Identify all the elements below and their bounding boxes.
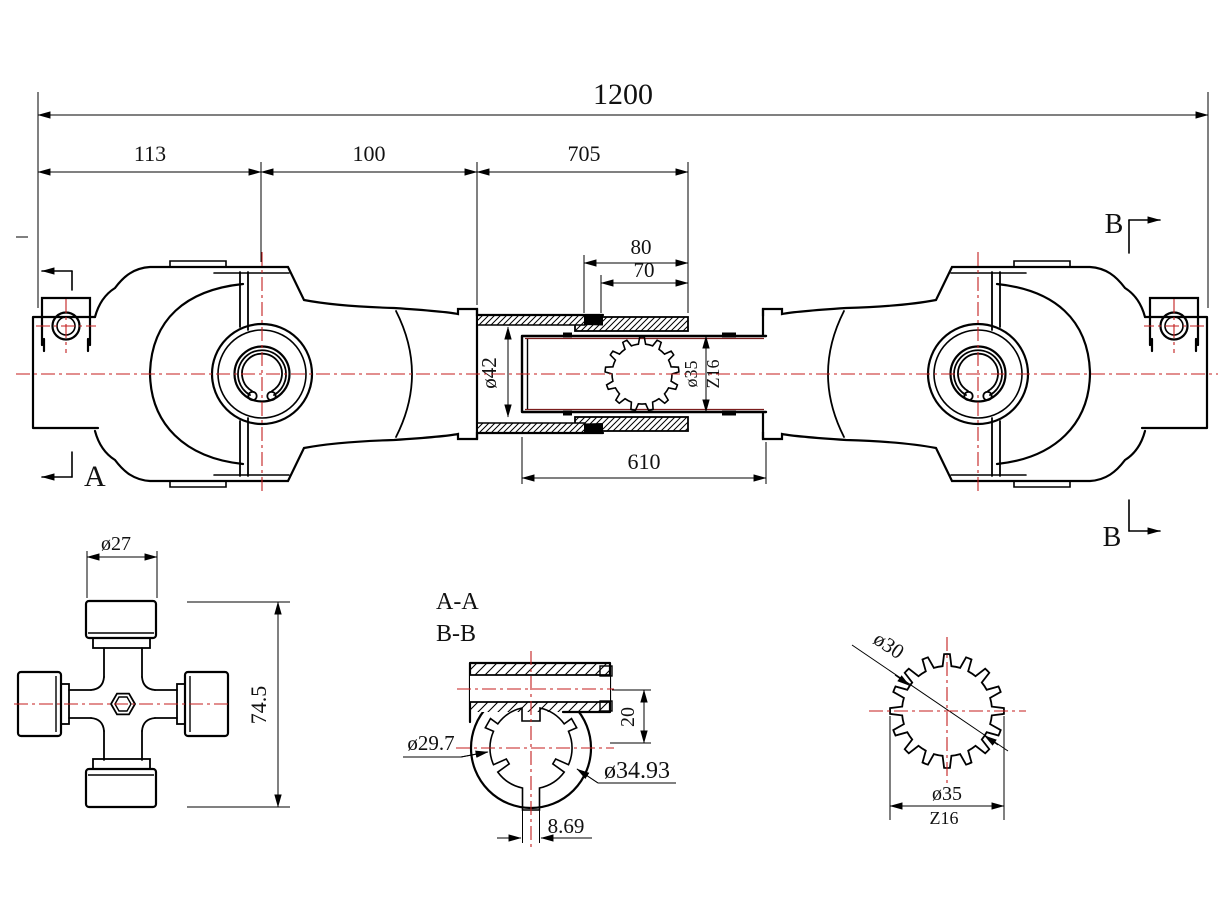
dim-text-joint-to-tube: 100: [353, 141, 386, 166]
bearing-cup-bottom: [84, 767, 158, 809]
spline-dimensions: ø30 ø35 Z16: [851, 626, 1009, 828]
outer-sleeve: [574, 316, 689, 432]
journal-bearing-cap: [36, 296, 96, 353]
dim-text-tube-diameter: ø42: [477, 357, 501, 389]
cross-journal-view: ø27 74.5: [14, 533, 290, 809]
dim-text-cup-diameter: ø27: [101, 533, 131, 555]
spline-section-overlay: [604, 336, 680, 412]
spline-engagement-marks: [563, 332, 736, 416]
dim-arrow-minor-2: [984, 735, 999, 746]
dim-text-slot-width: 8.69: [548, 814, 585, 838]
section-title-aa: A-A: [436, 589, 479, 615]
cap-centerline-cross: [36, 299, 96, 353]
spline-section-centerlines: [869, 637, 1026, 783]
yoke-fork: [93, 260, 479, 488]
spline-shaft-section-view: ø30 ø35 Z16: [851, 626, 1026, 828]
leader-bore-minor: [460, 750, 489, 758]
section-title-bb: B-B: [436, 621, 476, 647]
section-markers: A B B: [41, 209, 1161, 553]
dim-text-hub-offset: 20: [617, 707, 639, 727]
drive-tube: [475, 313, 605, 435]
section-centerlines: [456, 651, 614, 851]
dim-text-spider-height: 74.5: [246, 686, 271, 725]
spider-body: [14, 599, 232, 809]
dim-text-spline-teeth: Z16: [703, 360, 723, 389]
dim-text-overall-length: 1200: [593, 78, 653, 111]
spline-gear-profile: [889, 653, 1005, 769]
dim-text-sleeve-inner: 70: [634, 258, 655, 282]
dim-text-hub-to-joint: 113: [134, 141, 166, 166]
spline-bore-profile: [484, 707, 578, 811]
dim-text-bore-major: ø34.93: [604, 758, 670, 784]
right-yoke-assembly: [761, 250, 1209, 494]
dim-text-sleeve-outer: 80: [631, 235, 652, 259]
dim-text-minor-diameter: ø30: [869, 626, 909, 664]
main-dimensions: 1200 113 100 705 80 70 ø42 ø35 Z16 610: [16, 78, 1209, 484]
section-dimensions: ø29.7 ø34.93 20 8.69: [403, 689, 676, 843]
dim-arrow-minor-1: [894, 674, 910, 686]
dim-text-bore-minor: ø29.7: [407, 731, 454, 755]
left-yoke-assembly: [31, 252, 479, 492]
dim-text-slide-length: 610: [628, 449, 661, 474]
dim-text-teeth-count: Z16: [930, 808, 959, 828]
section-aa-bb-view: A-A B-B ø29.7 ø34.93 20 8.69: [403, 589, 676, 851]
section-label-b-top: B: [1105, 209, 1124, 240]
leader-bore-major: [576, 768, 599, 784]
section-label-b-bottom: B: [1103, 522, 1122, 553]
dim-text-tube-section: 705: [568, 141, 601, 166]
bearing-cup-right: [183, 670, 230, 738]
yoke-window-curve: [148, 282, 245, 466]
dim-text-major-diameter: ø35: [932, 783, 962, 805]
spider-dimensions: ø27 74.5: [86, 533, 290, 808]
section-label-a: A: [84, 460, 106, 493]
